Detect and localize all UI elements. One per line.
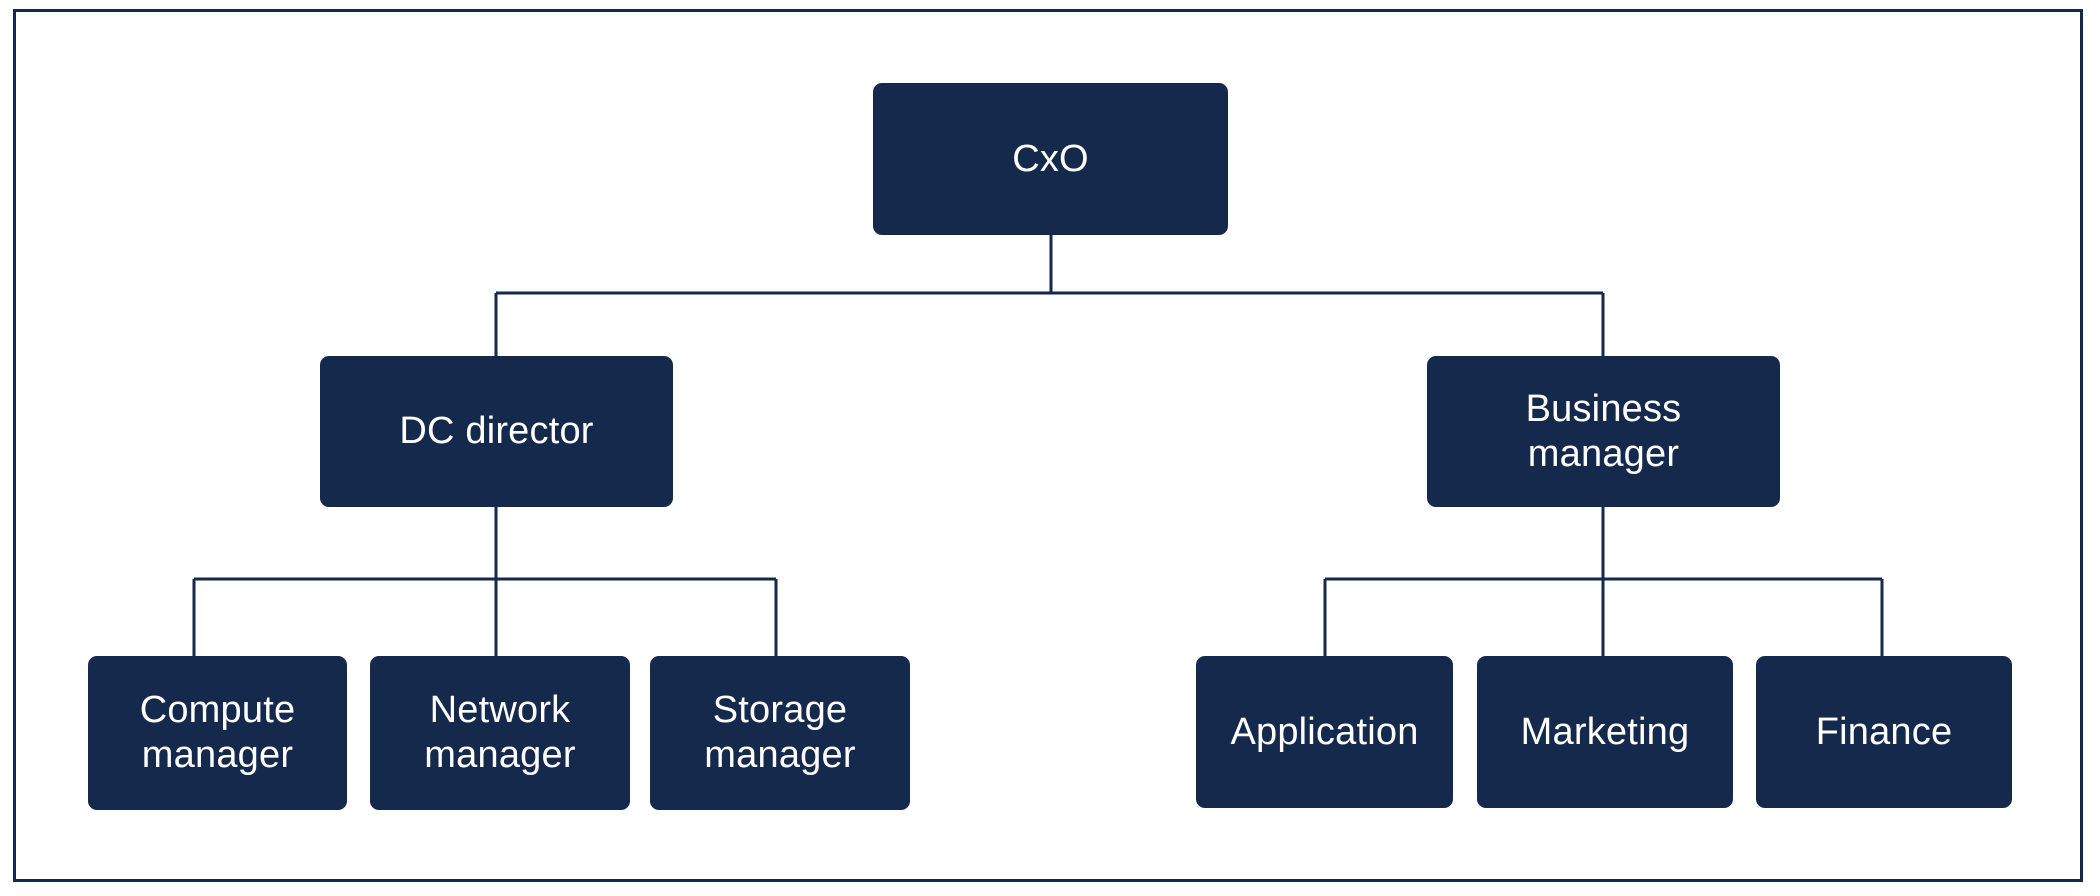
diagram-frame-border [13,9,2083,882]
node-network-manager-label: Network manager [424,689,576,776]
node-finance[interactable]: Finance [1756,656,2012,808]
node-business-manager[interactable]: Business manager [1427,356,1780,507]
node-finance-label: Finance [1815,710,1953,753]
node-dc-director-label: DC director [399,410,594,453]
node-compute-manager-label: Compute manager [139,689,296,776]
node-network-manager[interactable]: Network manager [370,656,630,810]
node-marketing-label: Marketing [1520,710,1690,753]
node-storage-manager[interactable]: Storage manager [650,656,910,810]
node-dc-director[interactable]: DC director [320,356,673,507]
node-business-manager-label: Business manager [1525,387,1682,475]
node-cxo[interactable]: CxO [873,83,1228,235]
node-compute-manager[interactable]: Compute manager [88,656,347,810]
node-cxo-label: CxO [1012,137,1089,180]
node-application-label: Application [1230,710,1419,753]
node-application[interactable]: Application [1196,656,1453,808]
node-storage-manager-label: Storage manager [704,689,856,776]
node-marketing[interactable]: Marketing [1477,656,1733,808]
